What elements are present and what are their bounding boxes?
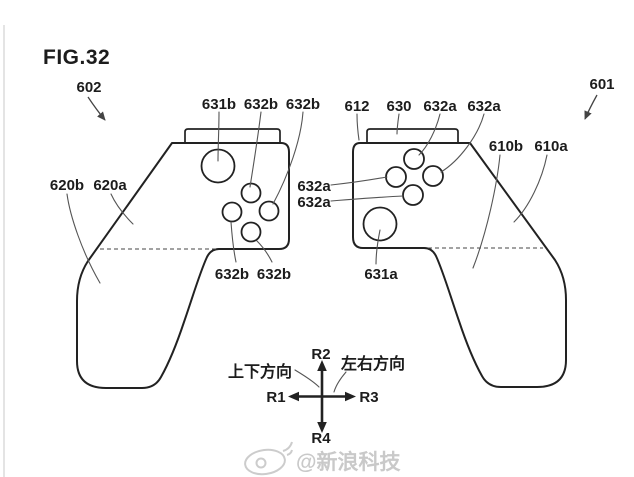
axis-label-r4: R4	[311, 430, 331, 447]
label-610a: 610a	[534, 138, 568, 155]
label-632b-top2: 632b	[286, 96, 320, 113]
axis-label-r3: R3	[359, 389, 378, 406]
axis-arrowhead-up	[317, 360, 327, 371]
arrow-602	[87, 96, 106, 121]
leader-632a-mid2	[330, 195, 404, 202]
figure-title: FIG.32	[43, 46, 110, 69]
right-controller-outline	[352, 142, 567, 388]
leader-610b	[472, 154, 501, 269]
leader-632b-top1	[249, 111, 262, 188]
label-631b: 631b	[202, 96, 236, 113]
label-620a: 620a	[93, 177, 127, 194]
label-601: 601	[589, 76, 614, 93]
leader-612	[356, 113, 360, 141]
right-button-left	[385, 166, 407, 188]
label-632b-bot1: 632b	[215, 266, 249, 283]
axis-arrowhead-left	[288, 391, 299, 402]
label-632b-top1: 632b	[244, 96, 278, 113]
watermark-text: @新浪科技	[296, 450, 401, 474]
label-632b-bot2: 632b	[257, 266, 291, 283]
leader-630	[396, 113, 400, 135]
axis-arrowhead-right	[345, 391, 356, 402]
label-610b: 610b	[489, 138, 523, 155]
leader-horizontal-direction	[333, 371, 347, 393]
left-controller-outline	[76, 142, 290, 389]
left-controller-rail	[184, 128, 281, 143]
leader-632a-top2	[440, 113, 485, 173]
leader-610a	[513, 154, 548, 223]
weibo-logo-icon	[244, 441, 293, 476]
label-632a-top2: 632a	[467, 98, 501, 115]
axis-arrowhead-down	[317, 422, 327, 433]
right-button-right	[422, 165, 444, 187]
right-button-top	[403, 148, 425, 170]
left-button-right	[258, 200, 280, 222]
arrow-601	[584, 94, 598, 120]
leader-632b-bot1	[230, 221, 237, 263]
axis-label-r1: R1	[266, 389, 285, 406]
label-632a-mid1: 632a	[297, 178, 331, 195]
left-button-left	[221, 201, 243, 223]
leader-632b-bot2	[256, 240, 273, 263]
right-analog-stick	[362, 206, 398, 242]
leader-620a	[110, 193, 134, 225]
leader-632b-top2	[272, 111, 304, 205]
label-602: 602	[76, 79, 101, 96]
leader-vertical-direction	[294, 369, 320, 388]
label-631a: 631a	[364, 266, 398, 283]
right-controller-rail	[366, 128, 459, 143]
label-632a-top1: 632a	[423, 98, 457, 115]
right-button-bottom	[402, 184, 424, 206]
left-button-bottom	[240, 221, 262, 243]
leader-631b	[217, 111, 220, 162]
label-630: 630	[386, 98, 411, 115]
leader-620b	[66, 193, 101, 284]
left-button-top	[240, 182, 262, 204]
label-620b: 620b	[50, 177, 84, 194]
leader-631a	[375, 229, 381, 265]
label-632a-mid2: 632a	[297, 194, 331, 211]
leader-632a-mid1	[330, 176, 388, 186]
vertical-direction-label: 上下方向	[228, 362, 292, 381]
label-612: 612	[344, 98, 369, 115]
horizontal-direction-label: 左右方向	[340, 354, 405, 373]
axis-label-r2: R2	[311, 346, 330, 363]
leader-632a-top1	[418, 113, 441, 156]
